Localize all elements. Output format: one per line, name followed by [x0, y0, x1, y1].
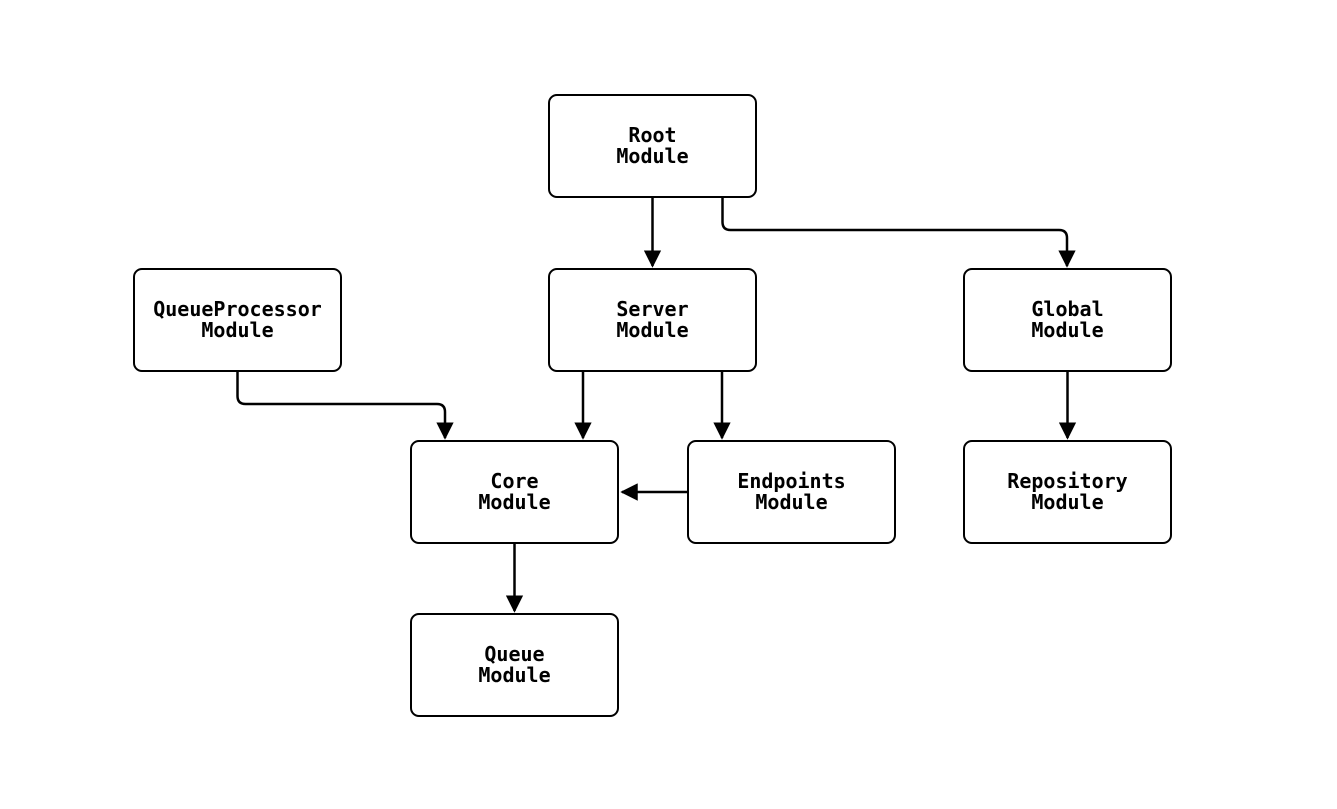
node-label: Global Module — [1031, 297, 1104, 342]
edge-root-to-global — [721, 197, 1076, 268]
node-root-module: Root Module — [548, 94, 757, 198]
node-core-module: Core Module — [410, 440, 619, 544]
node-queueprocessor-module: QueueProcessor Module — [133, 268, 342, 372]
node-queue-module: Queue Module — [410, 613, 619, 717]
node-label: Root Module — [616, 123, 689, 168]
node-label: Repository Module — [1007, 469, 1128, 514]
node-global-module: Global Module — [963, 268, 1172, 372]
node-label: Queue Module — [478, 642, 551, 687]
node-label: QueueProcessor Module — [153, 297, 322, 342]
node-label: Endpoints Module — [737, 469, 846, 514]
node-label: Core Module — [478, 469, 551, 514]
node-repository-module: Repository Module — [963, 440, 1172, 544]
node-server-module: Server Module — [548, 268, 757, 372]
node-endpoints-module: Endpoints Module — [687, 440, 896, 544]
node-label: Server Module — [616, 297, 689, 342]
edge-queueprocessor-to-core — [236, 371, 454, 440]
